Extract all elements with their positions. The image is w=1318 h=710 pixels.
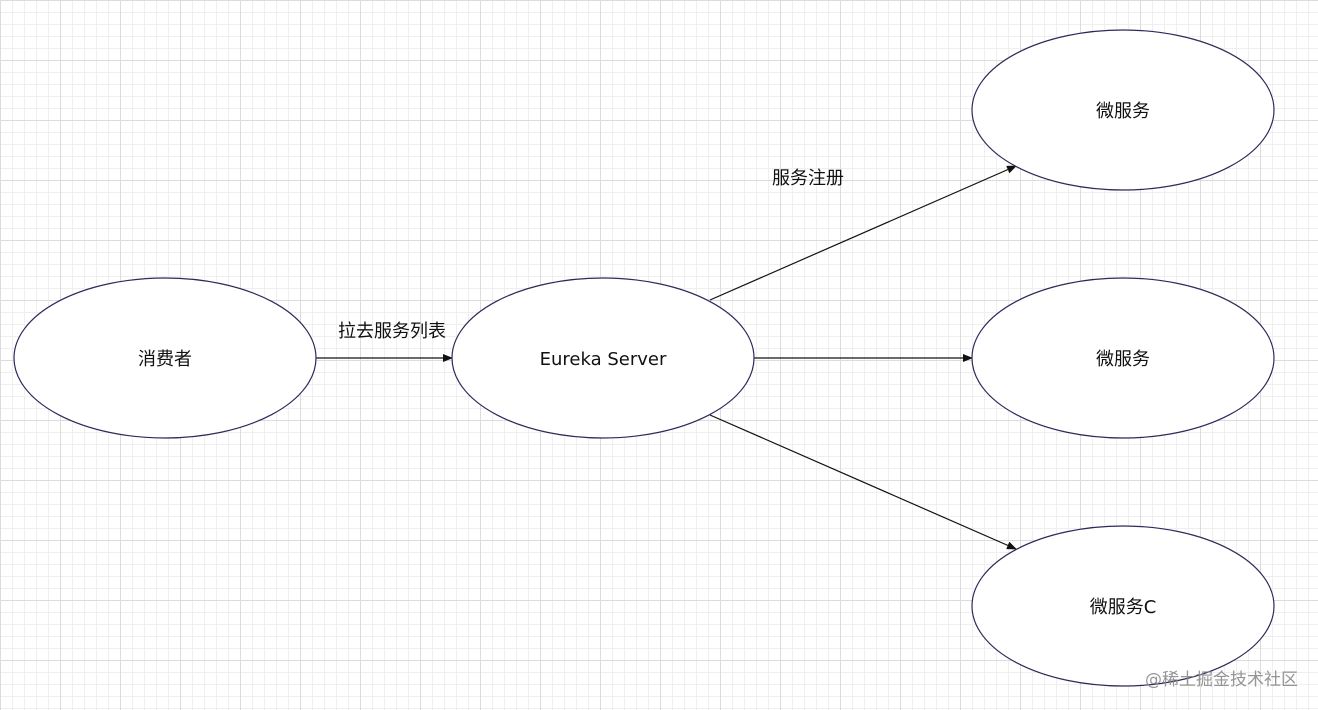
node-microservice-a: 微服务 xyxy=(971,29,1275,191)
node-microservice-a-shape xyxy=(971,29,1275,191)
edge-eureka-to-microservice-c xyxy=(709,414,1017,550)
node-eureka-server-shape xyxy=(451,277,755,439)
node-eureka-server-label: Eureka Server xyxy=(540,349,667,370)
node-microservice-c: 微服务C xyxy=(971,525,1275,687)
node-microservice-c-label: 微服务C xyxy=(1090,597,1157,618)
watermark: @稀土掘金技术社区 xyxy=(1145,670,1298,690)
node-microservice-b-shape xyxy=(971,277,1275,439)
node-consumer-label: 消费者 xyxy=(138,349,192,370)
node-microservice-a-label: 微服务 xyxy=(1096,101,1150,122)
node-eureka-server: Eureka Server xyxy=(451,277,755,439)
node-consumer-shape xyxy=(13,277,317,439)
edge-eureka-to-microservice-a xyxy=(709,165,1017,301)
edge-label-pull-list: 拉去服务列表 xyxy=(338,321,446,342)
node-microservice-b-label: 微服务 xyxy=(1096,349,1150,370)
node-microservice-c-shape xyxy=(971,525,1275,687)
node-microservice-b: 微服务 xyxy=(971,277,1275,439)
edge-label-register: 服务注册 xyxy=(772,168,844,189)
node-consumer: 消费者 xyxy=(13,277,317,439)
